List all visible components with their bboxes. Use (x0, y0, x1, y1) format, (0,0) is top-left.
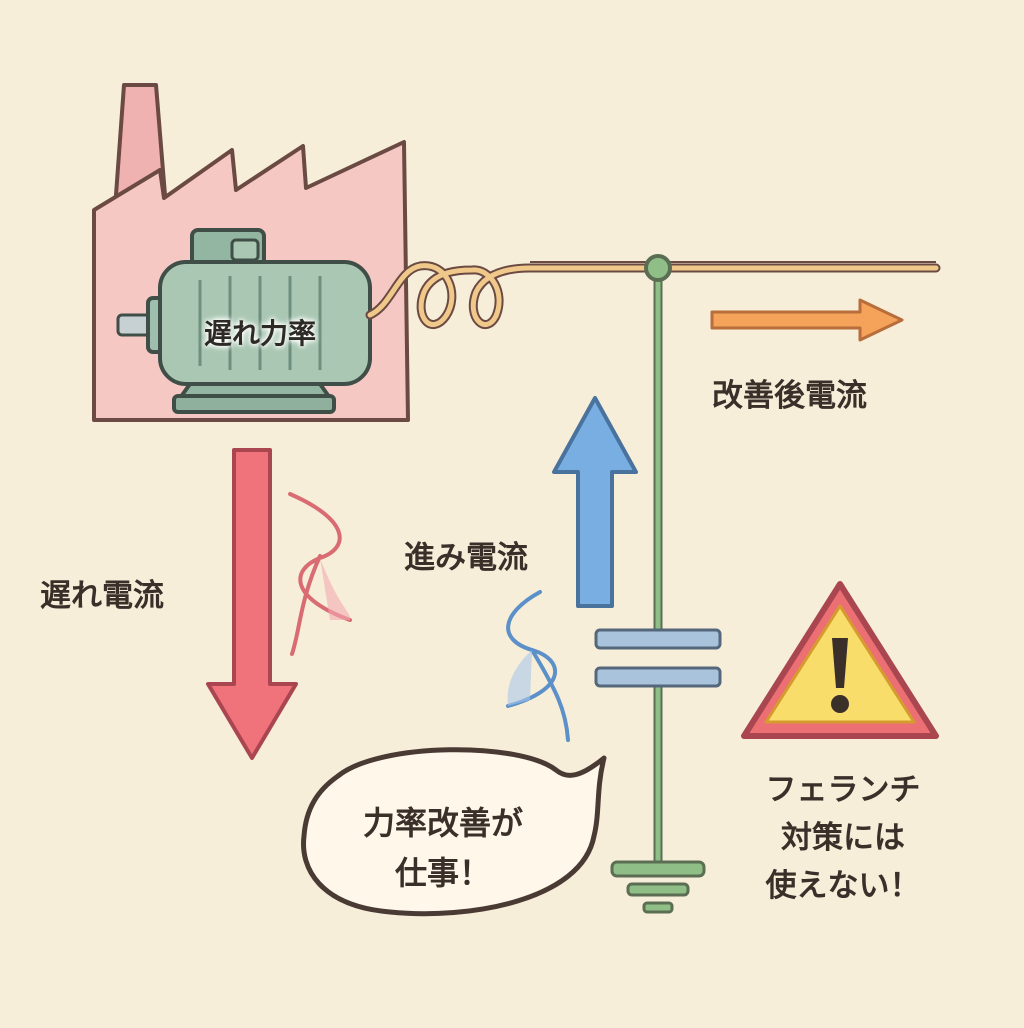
improved-current-label: 改善後電流 (712, 378, 867, 414)
coil-icon (365, 261, 941, 329)
warning-line-3: 使えない！ (765, 868, 921, 904)
bubble-line-2: 仕事！ (394, 854, 491, 892)
ground-icon (610, 860, 706, 914)
leading-wave-icon (506, 590, 570, 742)
bubble-text: 力率改善が 仕事！ (318, 798, 568, 898)
lagging-wave-icon (288, 492, 352, 656)
lagging-current-label: 遅れ電流 (40, 578, 164, 614)
warning-line-1: フェランチ (765, 772, 921, 808)
branch-line (644, 254, 672, 862)
capacitor-icon (594, 628, 722, 688)
leading-current-arrow (552, 396, 638, 608)
warning-line-2: 対策には (781, 820, 905, 856)
warning-triangle-icon (741, 581, 939, 739)
bubble-line-1: 力率改善が (362, 804, 523, 842)
lagging-current-arrow (206, 448, 298, 760)
speech-bubble (301, 747, 607, 917)
leading-current-label: 進み電流 (404, 540, 528, 576)
warning-text: フェランチ 対策には 使えない！ (738, 766, 948, 910)
motor-icon (116, 228, 372, 414)
improved-current-arrow (710, 298, 904, 342)
motor-label: 遅れ力率 (203, 317, 316, 350)
